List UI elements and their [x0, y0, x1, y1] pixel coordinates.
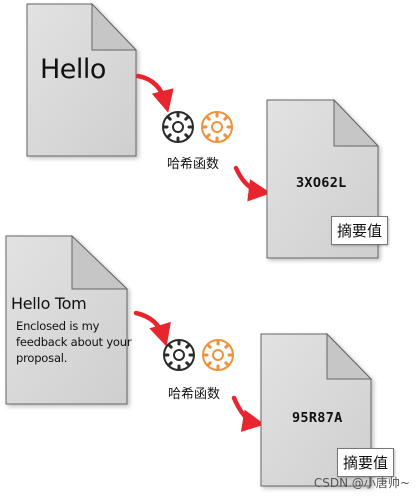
digest-tag-1: 摘要值 — [331, 216, 389, 245]
arrow-to-digest-2 — [231, 395, 265, 432]
gear-icon — [201, 111, 233, 143]
input-document-1 — [26, 2, 138, 157]
arrow-to-hash-2 — [133, 310, 171, 347]
arrow-to-digest-1 — [233, 165, 271, 202]
digest-value-2: 95R87A — [292, 410, 343, 426]
gear-icon — [163, 339, 195, 371]
input-body-text: Enclosed is my feedback about your propo… — [16, 319, 132, 365]
input-document-2 — [5, 234, 129, 405]
hash-function-label-2: 哈希函数 — [168, 387, 221, 402]
input-title-hello-tom: Hello Tom — [11, 294, 87, 313]
digest-tag-2: 摘要值 — [337, 448, 395, 477]
input-text-hello: Hello — [40, 54, 106, 85]
arrow-to-hash-1 — [135, 73, 174, 113]
digest-value-1: 3XO62L — [296, 175, 347, 191]
gear-icon — [162, 111, 194, 143]
hash-function-label-1: 哈希函数 — [167, 157, 220, 172]
gear-icon — [202, 339, 234, 371]
watermark: CSDN @小唐帅~ — [313, 476, 410, 490]
